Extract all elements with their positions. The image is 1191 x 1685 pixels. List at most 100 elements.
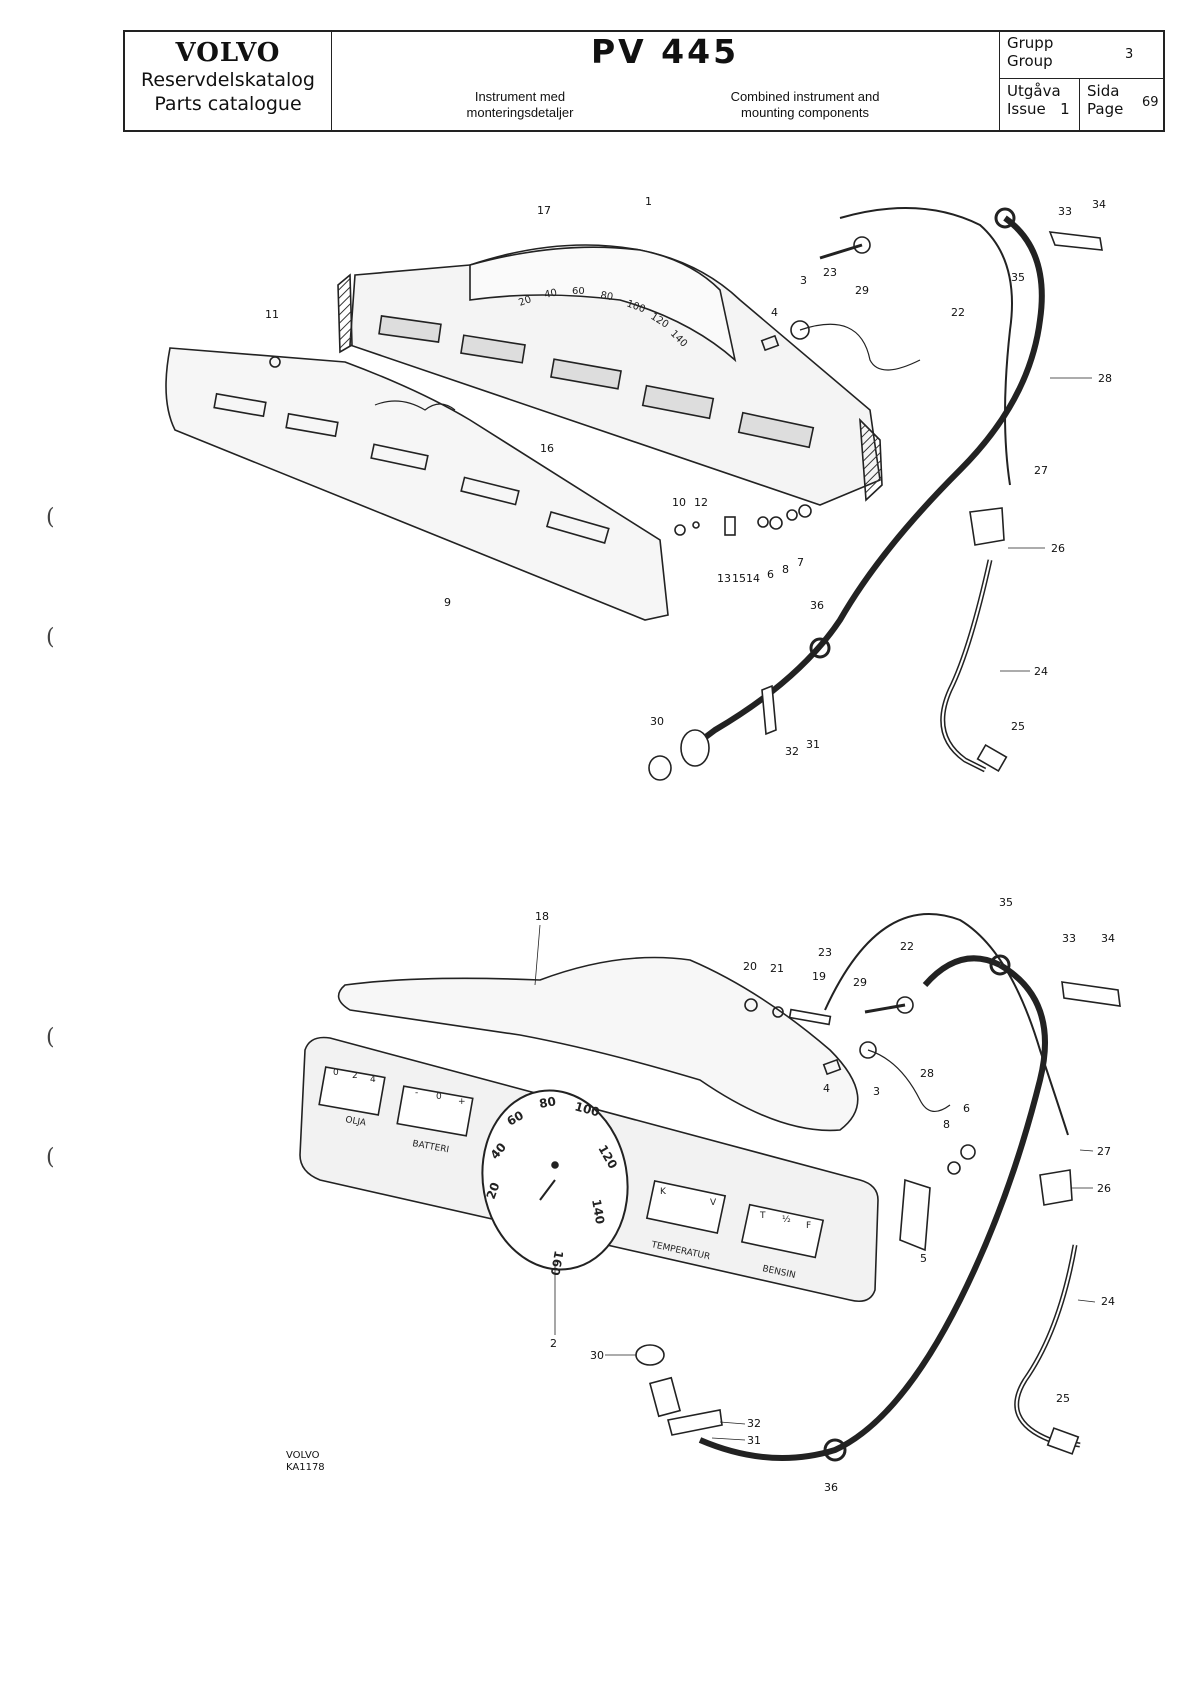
callout-label: 33: [1062, 932, 1076, 945]
callout-label: 25: [1056, 1392, 1070, 1405]
speedo-number: 140: [589, 1198, 607, 1225]
callout-label: 34: [1101, 932, 1115, 945]
catalog-title-en: Parts catalogue: [154, 93, 302, 115]
callout-label: 5: [920, 1252, 927, 1265]
callout-label: 28: [920, 1067, 934, 1080]
model-title: PV 445: [590, 32, 740, 71]
callout-label: 24: [1034, 665, 1048, 678]
callout-label: 18: [535, 910, 549, 923]
callout-label: 8: [782, 563, 789, 576]
callout-label: 36: [824, 1481, 838, 1494]
callout-label: 35: [999, 896, 1013, 909]
battery-scale: -: [415, 1088, 418, 1098]
callout-label: 20: [743, 960, 757, 973]
callout-label: 23: [823, 266, 837, 279]
fuel-scale: T: [759, 1211, 766, 1221]
callout-label: 30: [650, 715, 664, 728]
upper-instrument-assembly: 20 40 60 80 100 120 140: [165, 207, 1103, 781]
callout-label: 15: [732, 572, 746, 585]
leader-lines: [534, 377, 1096, 1441]
catalog-title-sv: Reservdelskatalog: [141, 69, 315, 91]
brand-block: VOLVO Reservdelskatalog Parts catalogue: [125, 38, 331, 116]
callout-label: 3: [800, 274, 807, 287]
callout-label: 22: [951, 306, 965, 319]
callout-label: 6: [767, 568, 774, 581]
callout-label: 4: [771, 306, 778, 319]
callout-label: 19: [812, 970, 826, 983]
callout-label: 27: [1097, 1145, 1111, 1158]
page-value: 69: [1142, 95, 1159, 110]
callout-label: 30: [590, 1349, 604, 1362]
lower-instrument-assembly: [299, 913, 1121, 1462]
oil-scale: 0: [333, 1068, 339, 1078]
callout-label: 10: [672, 496, 686, 509]
callout-label: 17: [537, 204, 551, 217]
speedo-number: 60: [572, 286, 585, 297]
punch-mark: (: [46, 1145, 55, 1170]
upper-callouts: 1 17 3 4 11 16 23 29 33 34 35 22 28 27 2…: [265, 195, 1112, 758]
callout-label: 12: [694, 496, 708, 509]
group-value: 3: [1125, 47, 1134, 62]
callout-label: 28: [1098, 372, 1112, 385]
punch-mark: (: [46, 505, 55, 530]
callout-label: 22: [900, 940, 914, 953]
speedo-number: 160: [548, 1249, 566, 1276]
speedo-number: 40: [543, 288, 558, 301]
punch-mark: (: [46, 625, 55, 650]
volvo-logo: VOLVO: [175, 38, 281, 68]
callout-label: 29: [853, 976, 867, 989]
battery-scale: +: [458, 1097, 466, 1107]
callout-label: 29: [855, 284, 869, 297]
oil-scale: 4: [370, 1075, 376, 1085]
callout-label: 6: [963, 1102, 970, 1115]
callout-label: 7: [797, 556, 804, 569]
callout-label: 25: [1011, 720, 1025, 733]
punch-mark: (: [46, 1025, 55, 1050]
section-title-sv: Instrument med monteringsdetaljer: [466, 89, 574, 120]
speedo-number: 80: [599, 290, 613, 303]
oil-scale: 2: [352, 1071, 358, 1081]
drawing-reference: VOLVO KA1178: [286, 1450, 325, 1473]
callout-label: 4: [823, 1082, 830, 1095]
callout-label: 27: [1034, 464, 1048, 477]
catalogue-header: VOLVO Reservdelskatalog Parts catalogue …: [123, 30, 1165, 132]
callout-label: 35: [1011, 271, 1025, 284]
callout-label: 23: [818, 946, 832, 959]
callout-label: 3: [873, 1085, 880, 1098]
callout-label: 36: [810, 599, 824, 612]
fuel-scale: F: [806, 1221, 811, 1231]
issue-label: Utgåva Issue 1: [1007, 82, 1070, 118]
callout-label: 14: [746, 572, 760, 585]
callout-label: 1: [645, 195, 652, 208]
fuel-scale: ½: [782, 1215, 791, 1225]
callout-label: 21: [770, 962, 784, 975]
callout-label: 33: [1058, 205, 1072, 218]
callout-label: 11: [265, 308, 279, 321]
battery-scale: 0: [436, 1092, 442, 1102]
callout-label: 26: [1051, 542, 1065, 555]
callout-label: 31: [747, 1434, 761, 1447]
speedo-number: 20: [484, 1181, 503, 1201]
callout-label: 32: [785, 745, 799, 758]
callout-label: 31: [806, 738, 820, 751]
oil-gauge-label: OLJA: [344, 1115, 367, 1129]
section-title-en: Combined instrument and mounting compone…: [730, 89, 880, 120]
lower-callouts: 18 20 21 19 29 23 22 35 33 34 28 3 4 8 6…: [535, 896, 1115, 1494]
callout-label: 8: [943, 1118, 950, 1131]
speedo-number: 20: [517, 294, 533, 309]
temp-scale: K: [660, 1187, 667, 1197]
callout-label: 26: [1097, 1182, 1111, 1195]
speedo-number: 80: [538, 1094, 557, 1111]
callout-label: 9: [444, 596, 451, 609]
temp-scale: V: [710, 1198, 717, 1208]
issue-value: 1: [1060, 100, 1070, 118]
callout-label: 32: [747, 1417, 761, 1430]
speedo-number: 100: [573, 1099, 601, 1119]
page-label: Sida Page: [1087, 82, 1124, 118]
callout-label: 2: [550, 1337, 557, 1350]
callout-label: 16: [540, 442, 554, 455]
callout-label: 13: [717, 572, 731, 585]
callout-label: 24: [1101, 1295, 1115, 1308]
